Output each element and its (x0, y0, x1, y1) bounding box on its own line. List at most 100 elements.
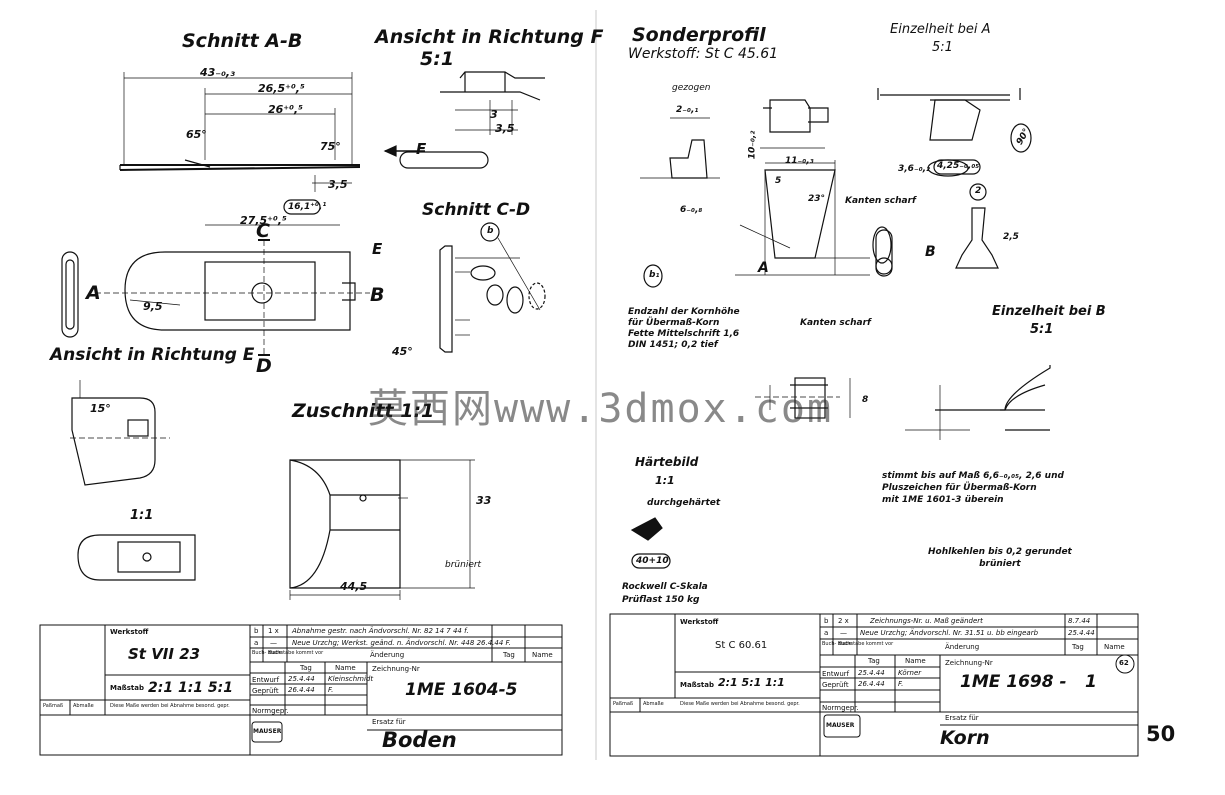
label-d: D (256, 355, 272, 377)
tbr-entwurf-name: Körner (898, 669, 922, 677)
hohlkehlen-note: Hohlkehlen bis 0,2 gerundet brüniert (928, 546, 1072, 570)
tbr-zeichnung: 1ME 1698 - (960, 672, 1067, 692)
tbr-massstab-label: Maßstab (680, 681, 714, 689)
endzahl-line-4: DIN 1451; 0,2 tief (628, 340, 718, 350)
tbr-normgepr: Normgepr. (822, 704, 859, 712)
tbl-geprueft-date: 26.4.44 (288, 686, 315, 694)
tbl-entwurf-date: 25.4.44 (288, 675, 315, 683)
gezogen-note: gezogen (672, 83, 711, 93)
stimmt-note: stimmt bis auf Maß 6,6₋₀,₀₅, 2,6 und Plu… (882, 470, 1064, 506)
einzelheit-a-title: Einzelheit bei A (890, 22, 991, 37)
tbr-rev-b-sym: b (824, 617, 829, 625)
section-ab-title: Schnitt A-B (182, 30, 303, 52)
stimmt-line-3: mit 1ME 1601-3 überein (882, 495, 1004, 505)
endzahl-note: Endzahl der Kornhöhe für Übermaß-Korn Fe… (628, 307, 740, 351)
dim-26: 26⁺⁰,⁵ (268, 103, 303, 116)
tbl-massstab: 2:1 1:1 5:1 (148, 680, 233, 696)
einzelheit-b-scale: 5:1 (1030, 322, 1054, 337)
tbl-geprueft: Geprüft (252, 687, 279, 695)
label-a-right: A (758, 260, 769, 276)
tbr-entwurf-date: 25.4.44 (858, 669, 885, 677)
tbl-entwurf-name: Kleinschmidt (328, 675, 374, 683)
hohlkehlen-line-2: brüniert (979, 559, 1021, 569)
dim-3-5b: 3,5 (328, 178, 348, 191)
dim-3-6: 3,6₋₀,₂ (898, 164, 930, 174)
tbr-zeichnung-suffix: 1 (1085, 672, 1097, 692)
haertebild-scale: 1:1 (655, 474, 675, 487)
dim-8: 8 (862, 395, 869, 405)
kanten-scharf-b: Kanten scharf (800, 318, 871, 328)
tbr-entwurf: Entwurf (822, 670, 850, 678)
tbr-name: Name (905, 657, 926, 665)
tbr-werkstoff: St C 60.61 (715, 640, 768, 651)
tbl-abmasse: Abmaße (73, 703, 94, 709)
tbl-tag-rev: Tag (503, 651, 515, 659)
tbr-rev-b-count: 2 x (838, 617, 849, 625)
tbr-rev-a-count: — (840, 629, 847, 637)
tbl-name-rev: Name (532, 651, 553, 659)
bruniert-note: brüniert (445, 560, 482, 570)
tbl-tag: Tag (300, 664, 312, 672)
tbr-massstab: 2:1 5:1 1:1 (718, 676, 785, 689)
view-e-title: Ansicht in Richtung E (50, 345, 255, 365)
hardness-value: 40+10 (636, 556, 669, 566)
tbl-geprueft-name: F. (328, 686, 334, 694)
dim-26-5: 26,5⁺⁰,⁵ (258, 82, 305, 95)
dim-16-1: 16,1⁺⁰,¹ (288, 202, 327, 212)
dim-44-5: 44,5 (340, 580, 368, 593)
dim-6: 6₋₀,₈ (680, 205, 703, 215)
scale-1-1: 1:1 (130, 508, 154, 523)
tbl-name: Name (335, 664, 356, 672)
dim-10: 10₋₀,₂ (747, 130, 758, 160)
dim-9-5: 9,5 (143, 300, 163, 313)
prueflast-note: Prüflast 150 kg (622, 595, 700, 605)
kanten-scharf-a: Kanten scharf (845, 196, 916, 206)
tbr-buchstabe-count: Buchstabe kommt vor (838, 641, 894, 647)
tbl-rev-a-count: — (270, 639, 277, 647)
tbr-buchstabe: Buch- stabe (822, 641, 852, 647)
hohlkehlen-line-1: Hohlkehlen bis 0,2 gerundet (928, 547, 1072, 557)
tbr-tag: Tag (868, 657, 880, 665)
dim-5: 5 (775, 176, 782, 186)
tbr-geprueft-name: F. (898, 680, 904, 688)
angle-45: 45° (392, 345, 413, 358)
label-b-left: B (370, 284, 385, 306)
sonderprofil-title: Sonderprofil (632, 24, 766, 46)
blank-title: Zuschnitt 1:1 (292, 400, 435, 422)
tbr-rev-a-sym: a (824, 629, 829, 637)
mauser-logo: MAUSER (253, 728, 282, 735)
tbr-rev-b-text: Zeichnungs-Nr. u. Maß geändert (870, 617, 983, 625)
endzahl-line-1: Endzahl der Kornhöhe (628, 307, 740, 317)
angle-65: 65° (186, 128, 207, 141)
label-a-left: A (86, 282, 101, 304)
haertebild-title: Härtebild (635, 455, 699, 469)
tbr-zeichnung-label: Zeichnung-Nr (945, 659, 993, 667)
tbl-normgepr: Normgepr. (252, 707, 289, 715)
tbr-aenderung: Änderung (945, 643, 980, 651)
rockwell-note: Rockwell C-Skala (622, 582, 708, 592)
tbr-geprueft: Geprüft (822, 681, 849, 689)
tbl-werkstoff-label: Werkstoff (110, 628, 149, 636)
tbl-rev-b-text: Abnahme gestr. nach Ändvorschl. Nr. 82 1… (292, 627, 469, 635)
angle-75: 75° (320, 140, 341, 153)
tbr-tag-rev: Tag (1072, 643, 1084, 651)
page-number: 50 (1146, 722, 1176, 746)
tbl-rev-a-sym: a (254, 639, 259, 647)
stimmt-line-1: stimmt bis auf Maß 6,6₋₀,₀₅, 2,6 und (882, 471, 1064, 481)
label-e: E (372, 240, 383, 258)
tbl-rev-b-sym: b (254, 627, 259, 635)
tbr-sheet-circle: 62 (1119, 659, 1129, 667)
dim-4-25: 4,25₋₀,₀₅ (937, 161, 980, 171)
einzelheit-b-title: Einzelheit bei B (992, 304, 1106, 319)
tbr-rev-a-text: Neue Urzchg; Ändvorschl. Nr. 31.51 u. bb… (860, 629, 1039, 637)
stimmt-line-2: Pluszeichen für Übermaß-Korn (882, 483, 1037, 493)
section-cd-title: Schnitt C-D (422, 200, 531, 220)
dim-27-5: 27,5⁺⁰,⁵ (240, 214, 287, 227)
circle-b: b (487, 226, 494, 236)
circle-b1: b₁ (649, 270, 660, 280)
tbr-name-rev: Name (1104, 643, 1125, 651)
tbr-geprueft-date: 26.4.44 (858, 680, 885, 688)
einzelheit-a-scale: 5:1 (932, 40, 953, 55)
durchgehaertet-note: durchgehärtet (647, 498, 721, 508)
